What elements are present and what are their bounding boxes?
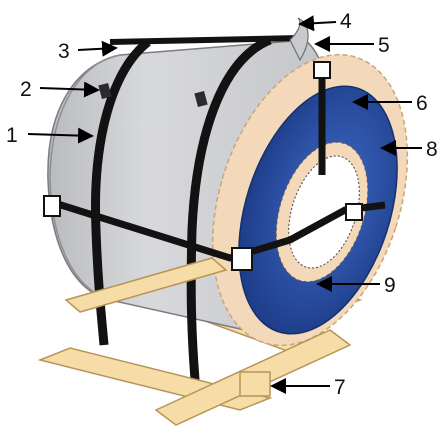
strap-top (109, 35, 301, 45)
seal-bore-right (345, 203, 363, 221)
seal-left-upper (98, 82, 112, 100)
callout-label-4: 4 (340, 10, 352, 33)
callout-label-6: 6 (416, 92, 428, 115)
callout-label-2: 2 (20, 78, 32, 101)
wooden-skid-front (37, 257, 352, 426)
coil-end-face (211, 53, 409, 347)
callout-arrows (27, 15, 422, 394)
callout-label-3: 3 (58, 40, 70, 63)
callout-labels: 1 2 3 4 5 6 7 8 9 (6, 10, 438, 399)
seal-left-horizontal (43, 195, 61, 217)
skid-block-front (239, 371, 271, 397)
coil-left-edge (49, 54, 121, 301)
skid-cross-beam-rear (64, 257, 228, 313)
strap-circumferential-right (186, 35, 272, 381)
straps (43, 35, 386, 381)
callout-arrow-2 (39, 81, 100, 98)
strap-seals (43, 61, 363, 271)
callout-arrow-1 (27, 127, 94, 144)
callout-label-5: 5 (378, 34, 390, 57)
seal-front-corner (231, 247, 253, 271)
callout-label-9: 9 (384, 274, 396, 297)
callout-arrow-3 (77, 40, 118, 57)
callout-label-7: 7 (334, 376, 346, 399)
callout-arrow-4 (298, 15, 337, 32)
seal-right-upper (194, 90, 208, 108)
callout-label-8: 8 (426, 138, 438, 161)
seal-bore-top (313, 61, 331, 79)
coil-bore (288, 155, 360, 269)
callout-label-1: 1 (6, 124, 18, 147)
